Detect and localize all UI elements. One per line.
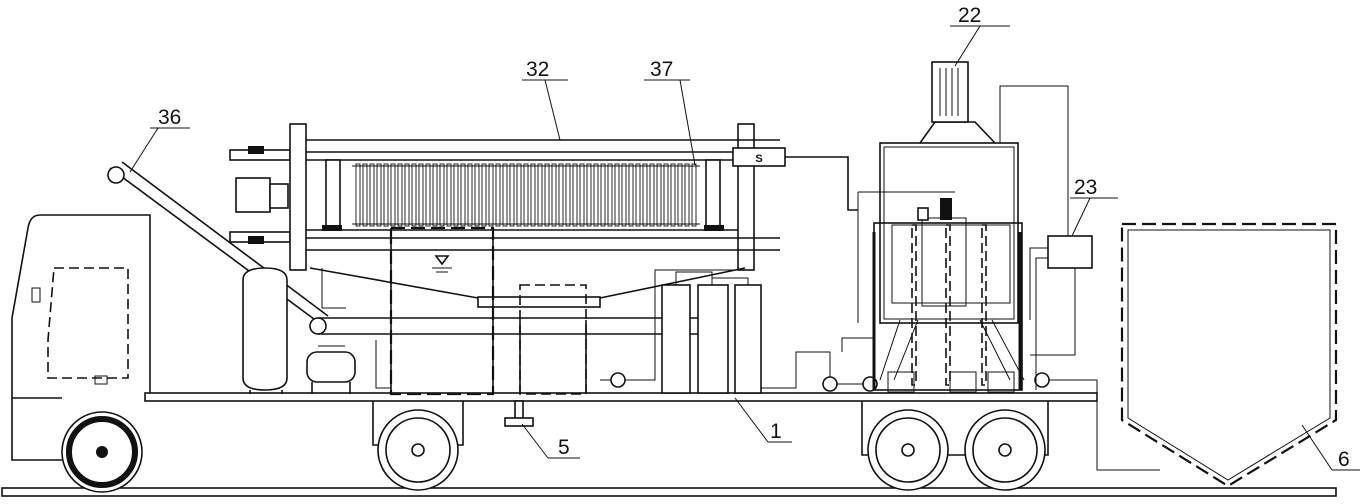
filter-plate bbox=[446, 163, 452, 227]
filter-plate bbox=[544, 163, 550, 227]
label-37: 37 bbox=[650, 58, 673, 81]
filtrate-tank bbox=[519, 284, 587, 395]
filter-plate bbox=[670, 163, 676, 227]
sensor-letter: S bbox=[755, 153, 762, 165]
filter-plate bbox=[425, 163, 431, 227]
filter-plate bbox=[411, 163, 417, 227]
pumps bbox=[761, 337, 1160, 471]
sludge-hopper bbox=[1120, 222, 1338, 488]
filter-plate bbox=[663, 163, 669, 227]
filter-plate bbox=[488, 163, 494, 227]
callouts: 36 32 37 22 23 1 5 6 bbox=[129, 4, 1360, 471]
filter-plates bbox=[355, 163, 697, 227]
filter-plate bbox=[635, 163, 641, 227]
label-1: 1 bbox=[770, 420, 782, 443]
sensor-box: S bbox=[732, 147, 858, 211]
filter-plate bbox=[376, 163, 382, 227]
filter-plate bbox=[621, 163, 627, 227]
filter-plate bbox=[397, 163, 403, 227]
filter-plate bbox=[474, 163, 480, 227]
filter-plate bbox=[677, 163, 683, 227]
filter-plate bbox=[404, 163, 410, 227]
filter-plate bbox=[642, 163, 648, 227]
filter-plate bbox=[481, 163, 487, 227]
filter-plate bbox=[502, 163, 508, 227]
middle-wheel bbox=[377, 409, 459, 491]
filter-plate bbox=[614, 163, 620, 227]
filter-plate bbox=[649, 163, 655, 227]
cartridge-filters bbox=[661, 271, 762, 394]
control-box bbox=[999, 85, 1093, 390]
filter-plate bbox=[460, 163, 466, 227]
filter-plate bbox=[607, 163, 613, 227]
chassis bbox=[144, 392, 1098, 456]
filter-plate bbox=[516, 163, 522, 227]
filter-plate bbox=[656, 163, 662, 227]
filter-plate bbox=[362, 163, 368, 227]
filter-plate bbox=[572, 163, 578, 227]
rear-wheel-b bbox=[964, 409, 1046, 491]
filter-plate bbox=[530, 163, 536, 227]
filter-plate bbox=[509, 163, 515, 227]
label-32: 32 bbox=[526, 58, 549, 81]
support-leg bbox=[504, 400, 534, 427]
rear-wheel-a bbox=[867, 409, 949, 491]
filter-plate bbox=[439, 163, 445, 227]
filter-plate bbox=[369, 163, 375, 227]
filter-plate bbox=[467, 163, 473, 227]
piping-left bbox=[321, 268, 745, 389]
label-5: 5 bbox=[558, 436, 570, 459]
air-compressor bbox=[306, 345, 356, 394]
filter-press bbox=[229, 123, 780, 308]
dosing-unit bbox=[857, 61, 1025, 393]
filter-plate bbox=[418, 163, 424, 227]
filter-plate bbox=[558, 163, 564, 227]
filter-plate bbox=[523, 163, 529, 227]
filter-plate bbox=[600, 163, 606, 227]
filter-plate bbox=[551, 163, 557, 227]
filter-plate bbox=[593, 163, 599, 227]
label-6: 6 bbox=[1338, 448, 1350, 471]
filter-plate bbox=[383, 163, 389, 227]
filter-plate bbox=[579, 163, 585, 227]
filter-plate bbox=[432, 163, 438, 227]
label-23: 23 bbox=[1074, 176, 1097, 199]
filter-plate bbox=[390, 163, 396, 227]
filter-plate bbox=[684, 163, 690, 227]
filter-plate bbox=[565, 163, 571, 227]
label-22: 22 bbox=[958, 4, 981, 27]
slurry-tank bbox=[389, 226, 495, 396]
filter-plate bbox=[453, 163, 459, 227]
filter-plate bbox=[537, 163, 543, 227]
label-36: 36 bbox=[158, 106, 181, 129]
ground bbox=[1, 487, 1337, 497]
filter-plate bbox=[628, 163, 634, 227]
filter-plate bbox=[691, 163, 697, 227]
air-tank bbox=[242, 267, 288, 394]
filter-plate bbox=[355, 163, 361, 227]
truck-cab bbox=[11, 214, 151, 461]
filter-plate bbox=[586, 163, 592, 227]
front-wheel bbox=[61, 411, 143, 493]
filter-plate bbox=[495, 163, 501, 227]
